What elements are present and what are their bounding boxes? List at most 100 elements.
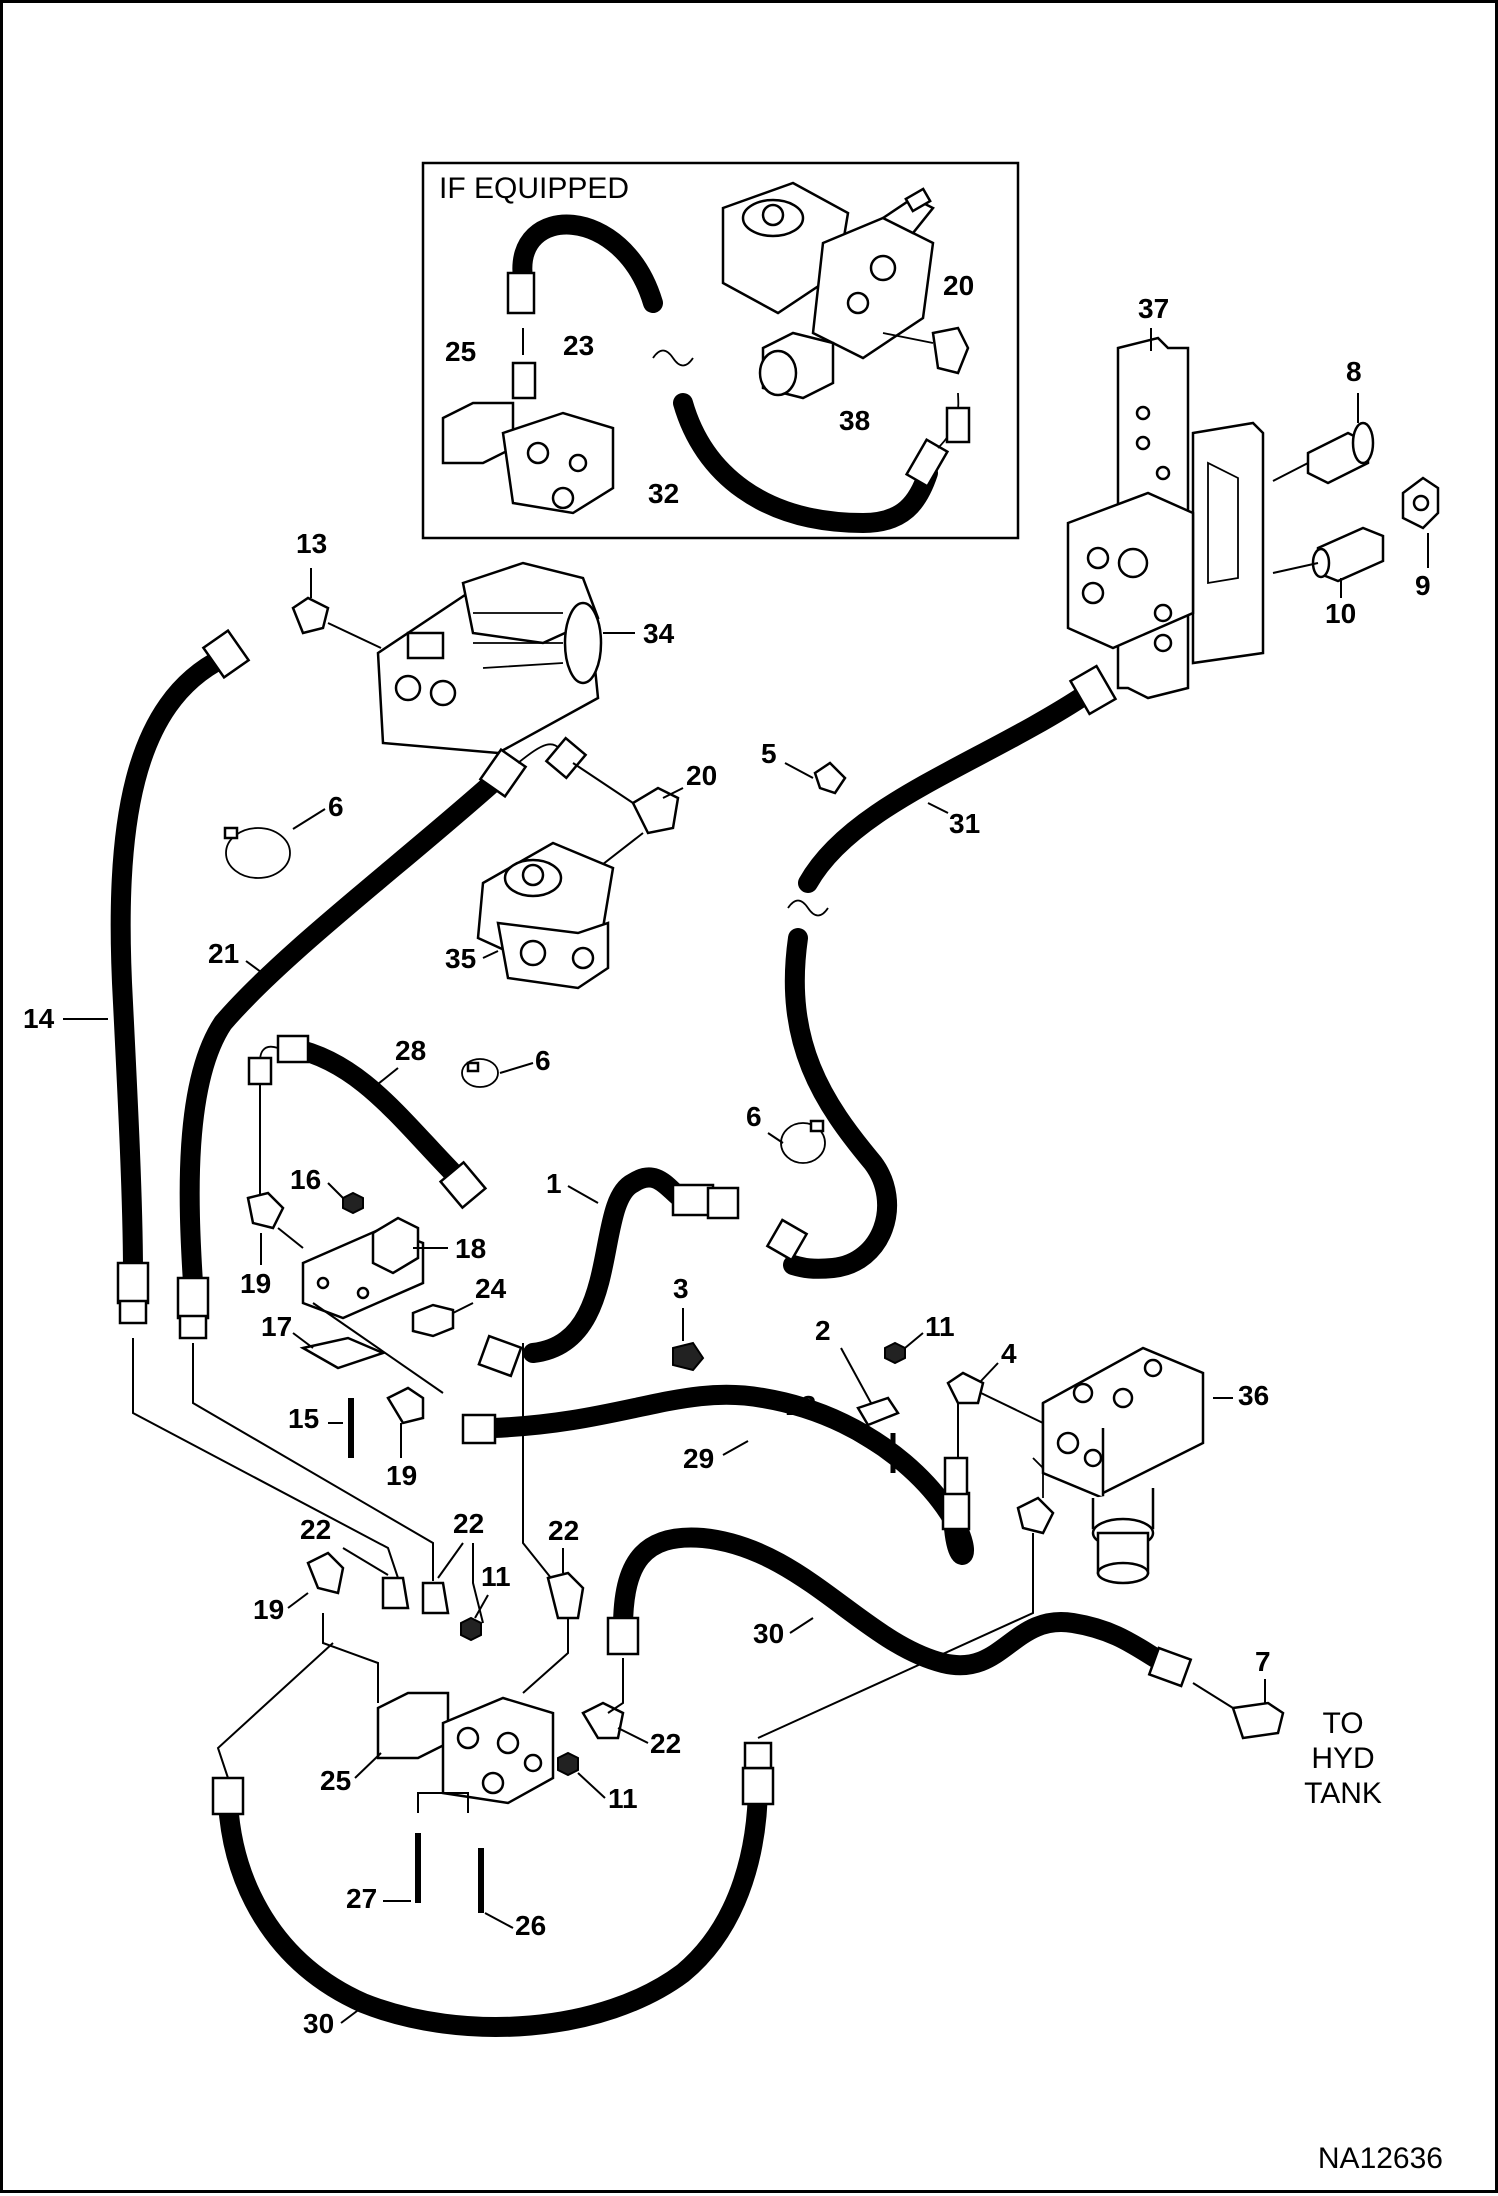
callout-2: 2 xyxy=(815,1315,831,1346)
callout-33: 32 xyxy=(648,478,679,509)
callout-19-a: 19 xyxy=(240,1268,271,1299)
callout-6-b: 6 xyxy=(535,1045,551,1076)
callout-16: 15 xyxy=(288,1403,319,1434)
coupler-8 xyxy=(1306,421,1375,485)
callout-4: 4 xyxy=(1001,1338,1017,1369)
hose-29 xyxy=(483,1384,974,1565)
callout-14: 14 xyxy=(23,1003,55,1034)
hose-33 xyxy=(512,214,938,533)
elbow-20-inset xyxy=(931,326,970,375)
callout-6-c: 6 xyxy=(746,1101,762,1132)
lead-31 xyxy=(789,1617,814,1634)
lead-4-block xyxy=(980,1392,1044,1424)
inset-box xyxy=(421,161,1020,540)
pump-34 xyxy=(376,561,603,755)
callout-11-b: 11 xyxy=(481,1561,511,1592)
fitting-24 xyxy=(411,1303,455,1338)
elbow-36-port xyxy=(1016,1496,1055,1535)
callout-23-inset: 23 xyxy=(563,330,594,361)
dust-cap-9 xyxy=(1401,476,1440,530)
callout-27: 27 xyxy=(346,1883,377,1914)
clip-5 xyxy=(813,761,847,795)
hose-30 xyxy=(218,1773,768,2037)
callout-35: 35 xyxy=(445,943,476,974)
route-31-to-22 xyxy=(607,1658,624,1714)
route-21-to-23 xyxy=(192,1343,434,1581)
hose-21-fitting-top xyxy=(478,747,528,799)
hose-29-nut xyxy=(943,1456,969,1496)
elbow-19-lower xyxy=(306,1551,345,1595)
lead-19-c xyxy=(287,1592,309,1609)
callout-10: 10 xyxy=(1325,598,1356,629)
callout-17: 17 xyxy=(261,1311,292,1342)
hose-14-fitting-top xyxy=(201,628,251,680)
lead-22-b xyxy=(617,1727,649,1744)
callout-5: 5 xyxy=(761,738,777,769)
callout-3: 3 xyxy=(673,1273,689,1304)
callout-23-b: 22 xyxy=(453,1508,484,1539)
hose-29-fitting-right xyxy=(941,1491,971,1531)
hose-30-nut xyxy=(743,1741,773,1770)
hose-33-fitting-end xyxy=(904,437,950,489)
route-14-to-23 xyxy=(132,1338,399,1579)
coupler-10 xyxy=(1311,526,1385,583)
lead-23-b xyxy=(437,1542,464,1579)
hose-31 xyxy=(613,1527,1183,1678)
hose-32-break xyxy=(787,899,829,917)
coupler-7 xyxy=(1231,1701,1285,1740)
lead-10-plate xyxy=(1272,562,1319,574)
route-23-to-11 xyxy=(472,1543,484,1624)
lead-6-c xyxy=(767,1132,784,1144)
hose-28-fitting-left xyxy=(276,1034,310,1064)
callout-19-c: 19 xyxy=(253,1594,284,1625)
callout-24: 24 xyxy=(475,1273,507,1304)
destination-label-line2: HYD xyxy=(1311,1742,1374,1775)
lead-17 xyxy=(292,1332,314,1349)
hydraulic-diagram: IF EQUIPPED xyxy=(23,161,1443,2175)
hose-32-fitting-top xyxy=(1068,664,1118,716)
lead-20-motor xyxy=(597,832,644,869)
callout-28: 28 xyxy=(395,1035,426,1066)
callout-32: 31 xyxy=(949,808,980,839)
lead-8-plate xyxy=(1272,462,1309,482)
lead-20 xyxy=(662,787,684,799)
hose-21-nut-bottom xyxy=(178,1314,208,1340)
lead-23-a xyxy=(342,1547,389,1576)
callout-7: 7 xyxy=(1255,1646,1271,1677)
elbow-20-inset-nut xyxy=(945,406,971,444)
lead-6-a xyxy=(292,808,326,830)
destination-label-line3: TANK xyxy=(1304,1777,1382,1810)
callout-29: 29 xyxy=(683,1443,714,1474)
lead-25 xyxy=(354,1752,382,1779)
valve-36 xyxy=(1041,1346,1205,1585)
route-28-to-22 xyxy=(522,1343,552,1579)
tube-36-port xyxy=(1032,1457,1044,1498)
hose-31-fitting-left xyxy=(606,1616,640,1656)
hose-30-fitting-right xyxy=(741,1766,775,1806)
lead-15 xyxy=(327,1182,344,1199)
lead-11-b xyxy=(474,1594,489,1619)
callout-37: 37 xyxy=(1138,293,1169,324)
if-equipped-inset: IF EQUIPPED xyxy=(421,161,1020,540)
fitting-23-a xyxy=(381,1576,410,1610)
elbow-20 xyxy=(631,786,680,835)
lead-35 xyxy=(482,950,499,959)
fitting-23-inset xyxy=(511,361,537,400)
hose-32 xyxy=(783,683,1098,1279)
lead-24 xyxy=(452,1302,474,1314)
clamp-6-a xyxy=(223,826,291,879)
fitting-23-b xyxy=(421,1581,450,1615)
clamp-2 xyxy=(856,1396,900,1427)
lead-11-c xyxy=(577,1772,606,1799)
hose-28-fitting-right xyxy=(438,1160,488,1210)
route-19-to-30 xyxy=(216,1642,334,1779)
lead-13-pump xyxy=(327,622,382,649)
elbow-19-mid xyxy=(386,1386,425,1425)
lead-1 xyxy=(567,1185,599,1204)
lead-6-b xyxy=(499,1062,534,1074)
hose-33-break xyxy=(652,349,694,367)
lead-30 xyxy=(340,2007,362,2024)
lead-29 xyxy=(722,1440,749,1456)
mount-plate-37 xyxy=(1066,336,1265,700)
